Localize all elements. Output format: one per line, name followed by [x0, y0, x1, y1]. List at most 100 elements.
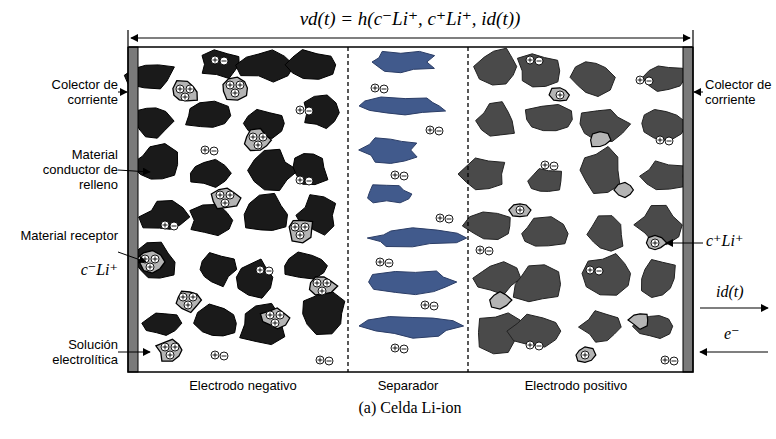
cation — [259, 133, 267, 141]
cation — [293, 225, 298, 230]
tick — [127, 30, 128, 46]
cation — [303, 225, 308, 230]
receptor-particle — [211, 188, 241, 209]
cation — [320, 289, 325, 294]
anion — [210, 147, 218, 155]
cation — [266, 311, 274, 319]
cation — [278, 313, 283, 318]
cation — [315, 281, 320, 286]
oxide-particle — [462, 212, 510, 240]
oxide-particle — [513, 265, 560, 302]
tick — [692, 30, 693, 46]
anion — [537, 61, 542, 62]
receptor-particle — [576, 347, 596, 363]
cation — [201, 146, 209, 154]
oxide-particle — [507, 314, 561, 347]
cation — [318, 287, 326, 295]
cation — [543, 163, 548, 168]
cation — [428, 128, 433, 133]
cation — [318, 358, 323, 363]
anion — [385, 259, 393, 267]
cation — [211, 351, 219, 359]
graphite-particle — [285, 252, 328, 279]
cation — [173, 345, 178, 350]
anion — [400, 172, 408, 180]
cation — [181, 93, 189, 101]
anion — [402, 176, 407, 177]
cation — [153, 257, 158, 262]
anion — [222, 61, 227, 62]
cation — [273, 321, 278, 326]
cation — [476, 246, 484, 254]
graphite-particle — [190, 204, 233, 235]
graphite-particle — [248, 149, 299, 190]
cation — [171, 343, 179, 351]
cation — [391, 171, 399, 179]
graphite-particle — [194, 304, 237, 336]
cation — [636, 76, 644, 84]
cation — [298, 233, 303, 238]
receptor-particle — [245, 129, 272, 151]
graphite-particle — [200, 253, 237, 287]
signal-name: id(t) — [716, 284, 772, 299]
cation — [426, 126, 434, 134]
anion — [307, 181, 312, 182]
voltage-arrow — [131, 37, 690, 38]
anion — [595, 267, 603, 275]
signal-name: e⁻ — [724, 326, 764, 341]
oxide-particle — [642, 110, 688, 142]
voltage-formula: vd(t) = h(c⁻Li⁺, c⁺Li⁺, id(t)) — [300, 8, 521, 30]
oxide-particle — [587, 216, 623, 252]
graphite-particle — [303, 292, 345, 335]
cation — [226, 191, 234, 199]
cation — [588, 268, 593, 273]
cation — [541, 161, 549, 169]
graphite-particle — [236, 259, 272, 298]
anion — [265, 267, 273, 275]
cation — [653, 241, 658, 246]
receptor-particle — [614, 182, 634, 197]
cation — [163, 223, 168, 228]
anion — [267, 271, 272, 272]
cation — [518, 208, 523, 213]
graphite-particle — [285, 50, 336, 80]
cell-outline — [128, 47, 693, 372]
cation — [233, 91, 238, 96]
separator-fibre — [369, 271, 457, 295]
cation — [276, 311, 284, 319]
cation — [268, 313, 273, 318]
current-arrow — [700, 307, 768, 308]
cation — [203, 148, 208, 153]
cation — [221, 199, 229, 207]
cation — [256, 266, 264, 274]
cation — [271, 319, 279, 327]
cation — [558, 93, 563, 98]
cation — [556, 91, 564, 99]
particles — [124, 48, 687, 365]
cation — [249, 133, 257, 141]
region-name: Electrodo negativo — [189, 378, 297, 393]
oxide-particle — [522, 217, 568, 246]
figure-caption: (a) Celda Li-ion — [358, 398, 461, 417]
cation — [421, 301, 429, 309]
cation — [323, 279, 331, 287]
anion — [667, 141, 672, 142]
oxide-particle — [474, 48, 517, 85]
receptor-particle — [646, 236, 667, 250]
cation — [148, 265, 153, 270]
graphite-particle — [244, 193, 287, 230]
cation — [251, 135, 256, 140]
region-name: Separador — [378, 378, 439, 393]
receptor-particle — [591, 132, 611, 147]
oxide-particle — [640, 161, 685, 190]
graphite-particle — [236, 50, 294, 82]
part-name: Colector de corriente — [20, 77, 118, 107]
graphite-particle — [304, 95, 339, 129]
cation — [376, 258, 384, 266]
receptor-particle — [176, 291, 201, 312]
leader-line — [118, 170, 150, 172]
leader-line — [118, 252, 146, 262]
anion — [307, 111, 312, 112]
oxide-particle — [473, 262, 521, 295]
cation — [228, 193, 233, 198]
